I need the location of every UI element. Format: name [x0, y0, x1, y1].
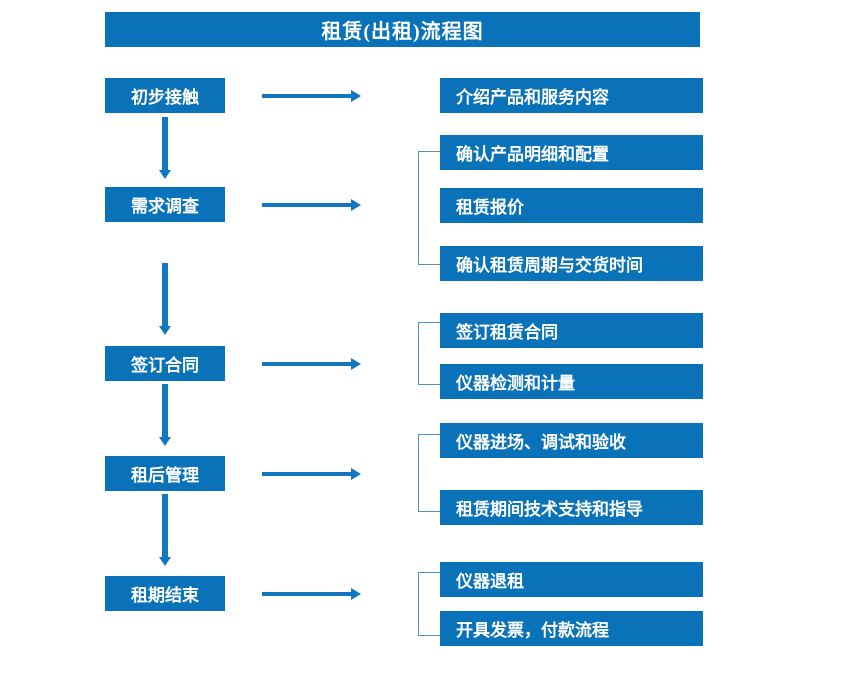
detail-box-5-1[interactable]: 仪器退租: [440, 562, 703, 597]
arrow-head: [159, 170, 171, 179]
stage-box-5[interactable]: 租期结束: [105, 576, 225, 611]
arrow-down-icon-1: [159, 117, 171, 179]
group-bracket-5: [418, 572, 440, 636]
arrow-down-icon-4: [159, 494, 171, 566]
arrow-head: [351, 90, 361, 102]
detail-box-5-2[interactable]: 开具发票，付款流程: [440, 611, 703, 646]
arrow-shaft: [162, 263, 168, 326]
detail-box-2-3[interactable]: 确认租赁周期与交货时间: [440, 246, 703, 281]
arrow-head: [351, 468, 361, 480]
arrow-right-icon-4: [262, 468, 361, 480]
detail-box-3-2[interactable]: 仪器检测和计量: [440, 364, 703, 399]
arrow-head: [351, 199, 361, 211]
stage-box-4[interactable]: 租后管理: [105, 456, 225, 491]
arrow-shaft: [262, 203, 352, 207]
stage-box-1[interactable]: 初步接触: [105, 78, 225, 113]
group-bracket-2: [418, 151, 440, 265]
arrow-head: [351, 358, 361, 370]
group-bracket-3: [418, 322, 440, 385]
arrow-shaft: [262, 592, 352, 596]
arrow-shaft: [262, 472, 352, 476]
arrow-shaft: [262, 362, 352, 366]
arrow-shaft: [162, 494, 168, 557]
arrow-shaft: [262, 94, 352, 98]
flowchart-title: 租赁(出租)流程图: [105, 12, 700, 47]
detail-box-4-1[interactable]: 仪器进场、调试和验收: [440, 423, 703, 458]
arrow-shaft: [162, 384, 168, 437]
arrow-head: [351, 588, 361, 600]
arrow-down-icon-3: [159, 384, 171, 446]
arrow-right-icon-1: [262, 90, 361, 102]
arrow-head: [159, 437, 171, 446]
arrow-shaft: [162, 117, 168, 170]
arrow-down-icon-2: [159, 263, 171, 335]
detail-box-3-1[interactable]: 签订租赁合同: [440, 313, 703, 348]
stage-box-3[interactable]: 签订合同: [105, 346, 225, 381]
detail-box-4-2[interactable]: 租赁期间技术支持和指导: [440, 490, 703, 525]
arrow-right-icon-3: [262, 358, 361, 370]
arrow-right-icon-5: [262, 588, 361, 600]
stage-box-2[interactable]: 需求调查: [105, 187, 225, 222]
arrow-head: [159, 326, 171, 335]
group-bracket-4: [418, 434, 440, 512]
detail-box-1-1[interactable]: 介绍产品和服务内容: [440, 78, 703, 113]
arrow-head: [159, 557, 171, 566]
detail-box-2-1[interactable]: 确认产品明细和配置: [440, 135, 703, 170]
detail-box-2-2[interactable]: 租赁报价: [440, 188, 703, 223]
arrow-right-icon-2: [262, 199, 361, 211]
